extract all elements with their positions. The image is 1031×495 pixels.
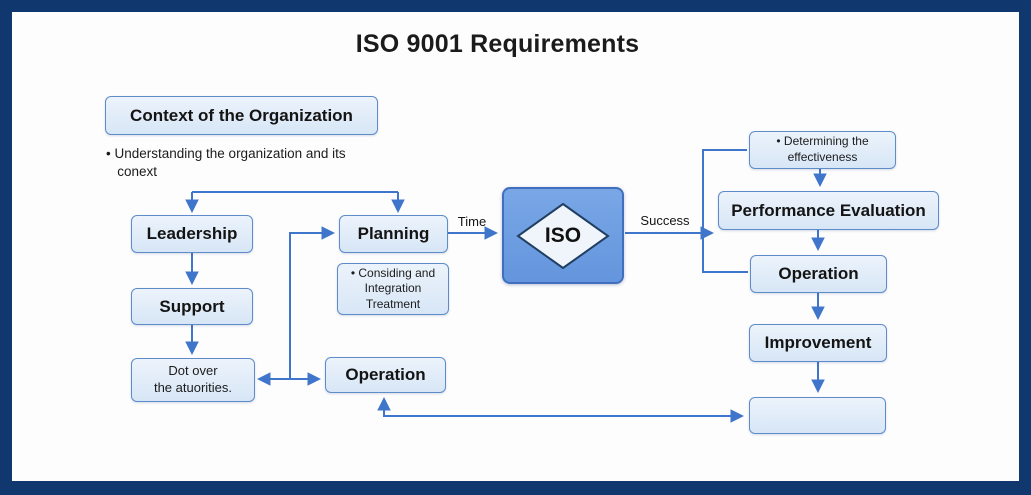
node-leadership: Leadership [131,215,253,253]
node-improvement: Improvement [749,324,887,362]
node-determining-note: • Determining the effectiveness [749,131,896,169]
node-iso-square: ISO [502,187,624,284]
node-planning: Planning [339,215,448,253]
iso-diamond: ISO [516,202,610,269]
node-operation-mid: Operation [325,357,446,393]
node-operation-right: Operation [750,255,887,293]
iso-label: ISO [544,223,582,247]
page-title: ISO 9001 Requirements [355,30,640,58]
edge-label-success: Success [640,213,690,228]
context-note: • Understanding the organization and its… [106,146,346,179]
node-support: Support [131,288,253,325]
node-context-of-organization: Context of the Organization [105,96,378,135]
node-authorities: Dot over the atuorities. [131,358,255,402]
node-planning-note: • Considing and Integration Treatment [337,263,449,315]
node-performance-evaluation: Performance Evaluation [718,191,939,230]
edge-label-time: Time [457,214,487,229]
node-final-empty [749,397,886,434]
